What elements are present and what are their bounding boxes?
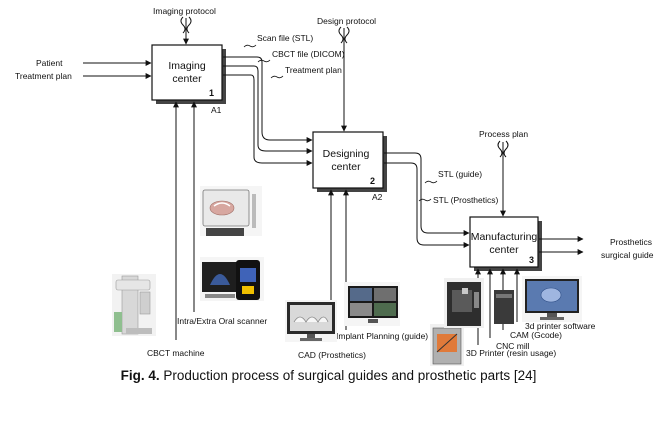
figure-caption-label: Fig. 4. xyxy=(120,368,160,383)
design-protocol-label: Design protocol xyxy=(317,16,376,26)
figure-caption-text: Production process of surgical guides an… xyxy=(159,368,537,383)
stl-guide-label: STL (guide) xyxy=(438,169,482,179)
printer-software-label: 3d printer software xyxy=(525,321,596,331)
designing-center-number: 2 xyxy=(370,176,375,186)
imaging-center-box: Imaging center 1 A1 xyxy=(151,44,226,115)
patient-label: Patient xyxy=(36,58,63,68)
printer-software-monitor-image xyxy=(522,276,582,322)
manufacturing-center-box: Manufacturing center 3 xyxy=(469,216,542,271)
implant-planning-label: Implant Planning (guide) xyxy=(336,331,428,341)
imaging-protocol-label: Imaging protocol xyxy=(153,6,216,16)
printer-3d-image xyxy=(430,324,464,366)
manufacturing-center-number: 3 xyxy=(529,255,534,265)
implant-planning-monitor-image xyxy=(344,282,400,326)
designing-center-code: A2 xyxy=(372,192,383,202)
manufacturing-center-title-1: Manufacturing xyxy=(471,231,538,243)
intra-extra-scanner-label: Intra/Extra Oral scanner xyxy=(177,316,267,326)
input-arrows: Patient Treatment plan xyxy=(15,58,152,81)
cnc-mill-label: CNC mill xyxy=(496,341,530,351)
output-arrows: Prosthetics surgical guide xyxy=(539,236,654,260)
cad-prosthetics-label: CAD (Prosthetics) xyxy=(298,350,366,360)
mechanism-labels: CBCT machine Intra/Extra Oral scanner CA… xyxy=(147,316,596,360)
cbct-machine-image xyxy=(112,274,156,336)
extraoral-scanner-image xyxy=(200,257,264,301)
manufacturing-center-title-2: center xyxy=(489,244,519,256)
scan-file-label: Scan file (STL) xyxy=(257,33,313,43)
stl-prosthetics-label: STL (Prosthetics) xyxy=(433,195,499,205)
figure-caption: Fig. 4. Production process of surgical g… xyxy=(0,368,657,383)
imaging-center-title-1: Imaging xyxy=(168,60,206,72)
cbct-machine-label: CBCT machine xyxy=(147,348,205,358)
surgical-guide-output-label: surgical guide xyxy=(601,250,654,260)
designing-center-title-2: center xyxy=(331,161,361,173)
imaging-center-number: 1 xyxy=(209,88,214,98)
designing-center-title-1: Designing xyxy=(323,148,370,160)
a2-to-a3-flows: STL (guide) STL (Prosthetics) xyxy=(384,152,499,248)
cad-monitor-image xyxy=(285,300,337,342)
cnc-mill-image xyxy=(444,278,484,328)
cam-label: CAM (Gcode) xyxy=(510,330,562,340)
cam-computer-image xyxy=(494,290,514,324)
cbct-file-label: CBCT file (DICOM) xyxy=(272,49,345,59)
designing-center-box: Designing center 2 A2 xyxy=(312,131,387,202)
intraoral-scanner-image xyxy=(200,186,262,236)
treatment-plan-input-label: Treatment plan xyxy=(15,71,72,81)
treatment-plan-flow-label: Treatment plan xyxy=(285,65,342,75)
printer-3d-label: 3D Printer (resin usage) xyxy=(466,348,556,358)
imaging-center-code: A1 xyxy=(211,105,222,115)
imaging-center-title-2: center xyxy=(172,73,202,85)
control-arrows: Imaging protocol Design protocol Process… xyxy=(153,6,528,217)
a1-to-a2-flows: Scan file (STL) CBCT file (DICOM) Treatm… xyxy=(223,33,345,166)
prosthetics-output-label: Prosthetics xyxy=(610,237,652,247)
process-plan-label: Process plan xyxy=(479,129,528,139)
